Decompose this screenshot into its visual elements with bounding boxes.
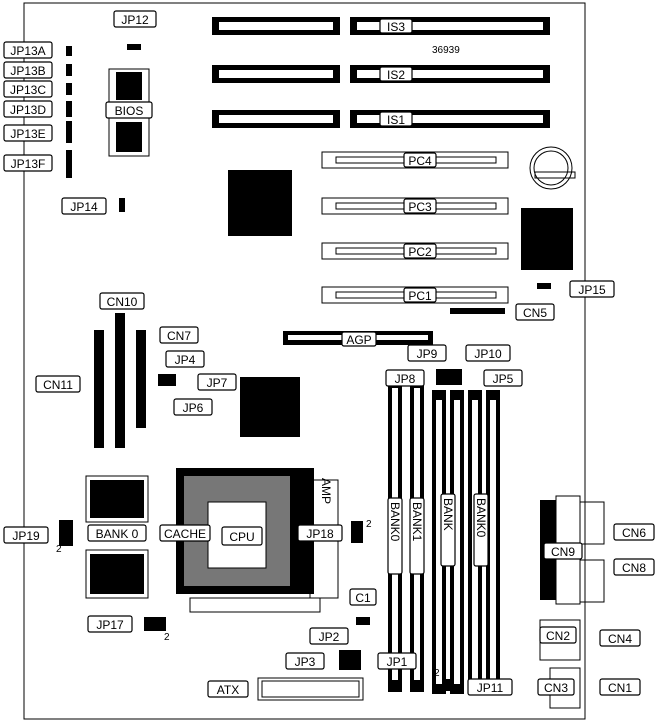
label-cn10: CN10 — [107, 295, 138, 309]
label-jp4: JP4 — [175, 353, 196, 367]
label-cn7: CN7 — [167, 329, 191, 343]
label-cn3: CN3 — [544, 681, 568, 695]
label-jp15: JP15 — [578, 283, 606, 297]
label-jp17: JP17 — [96, 618, 124, 632]
label-jp6: JP6 — [183, 401, 204, 415]
label-is1: IS1 — [387, 113, 405, 127]
rear-io — [539, 495, 605, 709]
label-bios: BIOS — [115, 104, 144, 118]
label-jp13e: JP13E — [10, 127, 45, 141]
label-jp19: JP19 — [12, 529, 40, 543]
board-id: 36939 — [432, 45, 460, 56]
label-jp13b: JP13B — [10, 64, 45, 78]
label-jp5: JP5 — [493, 372, 514, 386]
label-jp7: JP7 — [207, 376, 228, 390]
label-cpu: CPU — [229, 530, 254, 544]
label-bank0-dimm-b: BANK0 — [474, 498, 488, 538]
label-pc3: PC3 — [408, 200, 432, 214]
label-c1: C1 — [355, 591, 371, 605]
label-jp13c: JP13C — [10, 83, 46, 97]
label-pc2: PC2 — [408, 245, 432, 259]
pci-slots — [321, 151, 509, 304]
label-jp2: JP2 — [319, 630, 340, 644]
jp17-pin-number: 2 — [164, 632, 170, 643]
north-bridge-chip — [228, 170, 292, 236]
jumpers — [59, 44, 551, 691]
jp18-pin-number: 2 — [366, 519, 372, 530]
label-jp11: JP11 — [477, 681, 504, 695]
label-bank0-cache: BANK 0 — [96, 527, 139, 541]
label-pc4: PC4 — [408, 154, 432, 168]
jp19-pin-number: 2 — [56, 544, 62, 555]
label-jp12: JP12 — [121, 13, 149, 27]
jp11-pin-number: 2 — [434, 668, 440, 679]
label-atx: ATX — [217, 683, 239, 697]
label-jp1: JP1 — [387, 655, 408, 669]
label-bank1-dimm: BANK1 — [410, 502, 424, 542]
label-cn4: CN4 — [608, 632, 632, 646]
cache-chips — [85, 475, 149, 599]
label-jp13d: JP13D — [10, 103, 46, 117]
board-outline — [23, 2, 586, 720]
label-jp18: JP18 — [306, 527, 334, 541]
label-cn8: CN8 — [622, 561, 646, 575]
south-bridge-chip — [240, 377, 300, 437]
label-jp13a: JP13A — [10, 44, 45, 58]
label-cn5: CN5 — [523, 306, 547, 320]
label-cn1: CN1 — [608, 681, 632, 695]
label-jp9: JP9 — [417, 347, 438, 361]
label-cn2: CN2 — [546, 629, 570, 643]
label-jp10: JP10 — [474, 347, 502, 361]
labels: JP12 JP13A JP13B JP13C JP13D JP13E JP13F… — [3, 10, 655, 698]
label-cn9: CN9 — [551, 545, 575, 559]
battery — [529, 146, 576, 190]
label-pc1: PC1 — [408, 289, 432, 303]
label-is3: IS3 — [387, 20, 405, 34]
label-cn11: CN11 — [43, 378, 73, 392]
cn11-header — [94, 330, 104, 448]
io-chip — [521, 208, 573, 270]
label-cache: CACHE — [164, 527, 206, 541]
label-agp: AGP — [346, 333, 371, 347]
atx-connector — [257, 677, 364, 701]
label-amp: AMP — [319, 478, 333, 504]
cn10-header — [115, 313, 125, 448]
label-jp13f: JP13F — [11, 157, 46, 171]
label-bank-dimm: BANK — [441, 498, 455, 531]
cn7-header — [136, 330, 146, 428]
label-jp14: JP14 — [70, 200, 98, 214]
label-bank0-dimm-a: BANK0 — [388, 502, 402, 542]
label-jp3: JP3 — [295, 655, 316, 669]
label-is2: IS2 — [387, 68, 405, 82]
label-jp8: JP8 — [395, 372, 416, 386]
label-cn6: CN6 — [622, 526, 646, 540]
